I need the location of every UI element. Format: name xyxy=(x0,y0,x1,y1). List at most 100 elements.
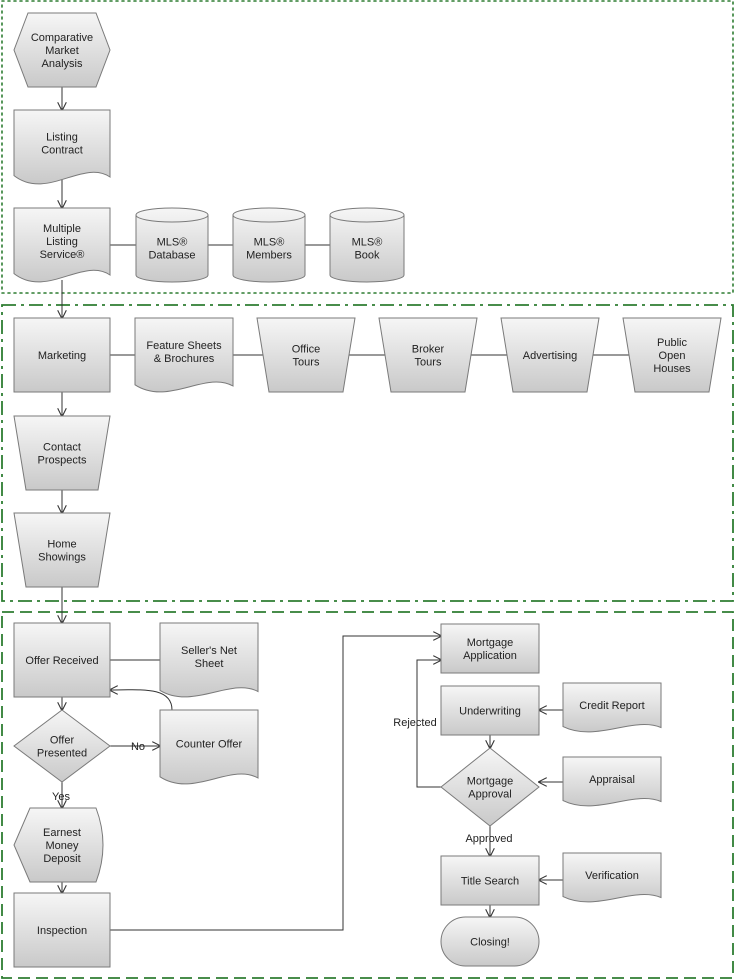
earnest-money-label-line: Deposit xyxy=(43,853,80,865)
sellers-net-sheet-shape xyxy=(159,622,259,698)
counter-offer-label: Counter Offer xyxy=(176,738,243,750)
title-search-label-line: Title Search xyxy=(461,876,519,888)
broker-tours-shape xyxy=(378,317,478,393)
feature-sheets-label-line: Feature Sheets xyxy=(146,340,222,352)
offer-received-label-line: Offer Received xyxy=(25,655,98,667)
office-tours-label-line: Office xyxy=(292,344,321,356)
inspection-label: Inspection xyxy=(37,925,87,937)
node-advertising: Advertising xyxy=(500,317,600,393)
verification-label: Verification xyxy=(585,870,639,882)
cma-shape xyxy=(13,12,111,88)
mls-members-label-line: MLS® xyxy=(254,237,285,249)
title-search-label: Title Search xyxy=(461,876,519,888)
mls-label-line: Service® xyxy=(40,249,85,261)
mls-book-label: MLS®Book xyxy=(352,237,383,262)
node-marketing: Marketing xyxy=(13,317,111,393)
earnest-money-label-line: Money xyxy=(45,840,79,852)
home-showings-label-line: Home xyxy=(47,539,76,551)
underwriting-label-line: Underwriting xyxy=(459,706,521,718)
earnest-money-shape xyxy=(13,807,104,883)
mortgage-application-shape xyxy=(440,623,540,674)
feature-sheets-label-line: & Brochures xyxy=(154,353,215,365)
sellers-net-sheet-label-line: Seller's Net xyxy=(181,645,237,657)
mls-shape xyxy=(13,207,111,283)
connector-inspection-to-mortgage-application xyxy=(110,636,441,931)
node-underwriting: Underwriting xyxy=(440,685,540,736)
edge-label-approved: Approved xyxy=(465,833,512,845)
mortgage-application-label-line: Mortgage xyxy=(467,637,513,649)
mls-label-line: Listing xyxy=(46,236,78,248)
broker-tours-label-line: Broker xyxy=(412,344,445,356)
verification-shape xyxy=(562,852,662,903)
mls-members-label-line: Members xyxy=(246,250,292,262)
node-credit-report: Credit Report xyxy=(562,682,662,733)
advertising-label-line: Advertising xyxy=(523,350,577,362)
group-closing-border xyxy=(1,611,734,979)
cma-label-line: Analysis xyxy=(42,58,83,70)
listing-contract-label-line: Contract xyxy=(41,144,83,156)
inspection-label-line: Inspection xyxy=(37,925,87,937)
credit-report-label-line: Credit Report xyxy=(579,700,644,712)
mls-database-rim xyxy=(135,214,209,223)
credit-report-label: Credit Report xyxy=(579,700,644,712)
mls-database-label-line: Database xyxy=(148,250,195,262)
credit-report-shape xyxy=(562,682,662,733)
public-open-houses-shape xyxy=(622,317,722,393)
connector-mortgage-approval-to-mortgage-application xyxy=(416,660,441,788)
marketing-label: Marketing xyxy=(38,350,86,362)
feature-sheets-shape xyxy=(134,317,234,393)
listing-contract-label-line: Listing xyxy=(46,131,78,143)
earnest-money-label-line: Earnest xyxy=(43,827,81,839)
appraisal-shape xyxy=(562,756,662,807)
mortgage-application-label-line: Application xyxy=(463,650,517,662)
marketing-shape xyxy=(13,317,111,393)
marketing-label-line: Marketing xyxy=(38,350,86,362)
edge-label-yes: Yes xyxy=(52,791,70,803)
advertising-shape xyxy=(500,317,600,393)
mls-database-shape xyxy=(135,207,209,283)
node-mls-book: MLS®Book xyxy=(329,207,405,283)
title-search-shape xyxy=(440,855,540,906)
home-showings-label-line: Showings xyxy=(38,552,86,564)
mortgage-approval-label-line: Mortgage xyxy=(467,776,513,788)
group-marketing-border xyxy=(1,304,734,602)
mls-members-rim xyxy=(232,214,306,223)
mls-book-label-line: MLS® xyxy=(352,237,383,249)
node-offer-received: Offer Received xyxy=(13,622,111,698)
node-appraisal: Appraisal xyxy=(562,756,662,807)
edge-label-rejected: Rejected xyxy=(393,717,436,729)
underwriting-label: Underwriting xyxy=(459,706,521,718)
node-verification: Verification xyxy=(562,852,662,903)
cma-label-line: Comparative xyxy=(31,32,93,44)
listing-contract-shape xyxy=(13,109,111,185)
office-tours-shape xyxy=(256,317,356,393)
mortgage-approval-label-line: Approval xyxy=(468,789,511,801)
public-open-houses-label-line: Houses xyxy=(653,363,691,375)
mortgage-approval-shape xyxy=(440,747,540,827)
mls-database-label-line: MLS® xyxy=(157,237,188,249)
cma-label-line: Market xyxy=(45,45,79,57)
broker-tours-label-line: Tours xyxy=(415,357,442,369)
advertising-label: Advertising xyxy=(523,350,577,362)
closing-shape xyxy=(440,916,540,967)
